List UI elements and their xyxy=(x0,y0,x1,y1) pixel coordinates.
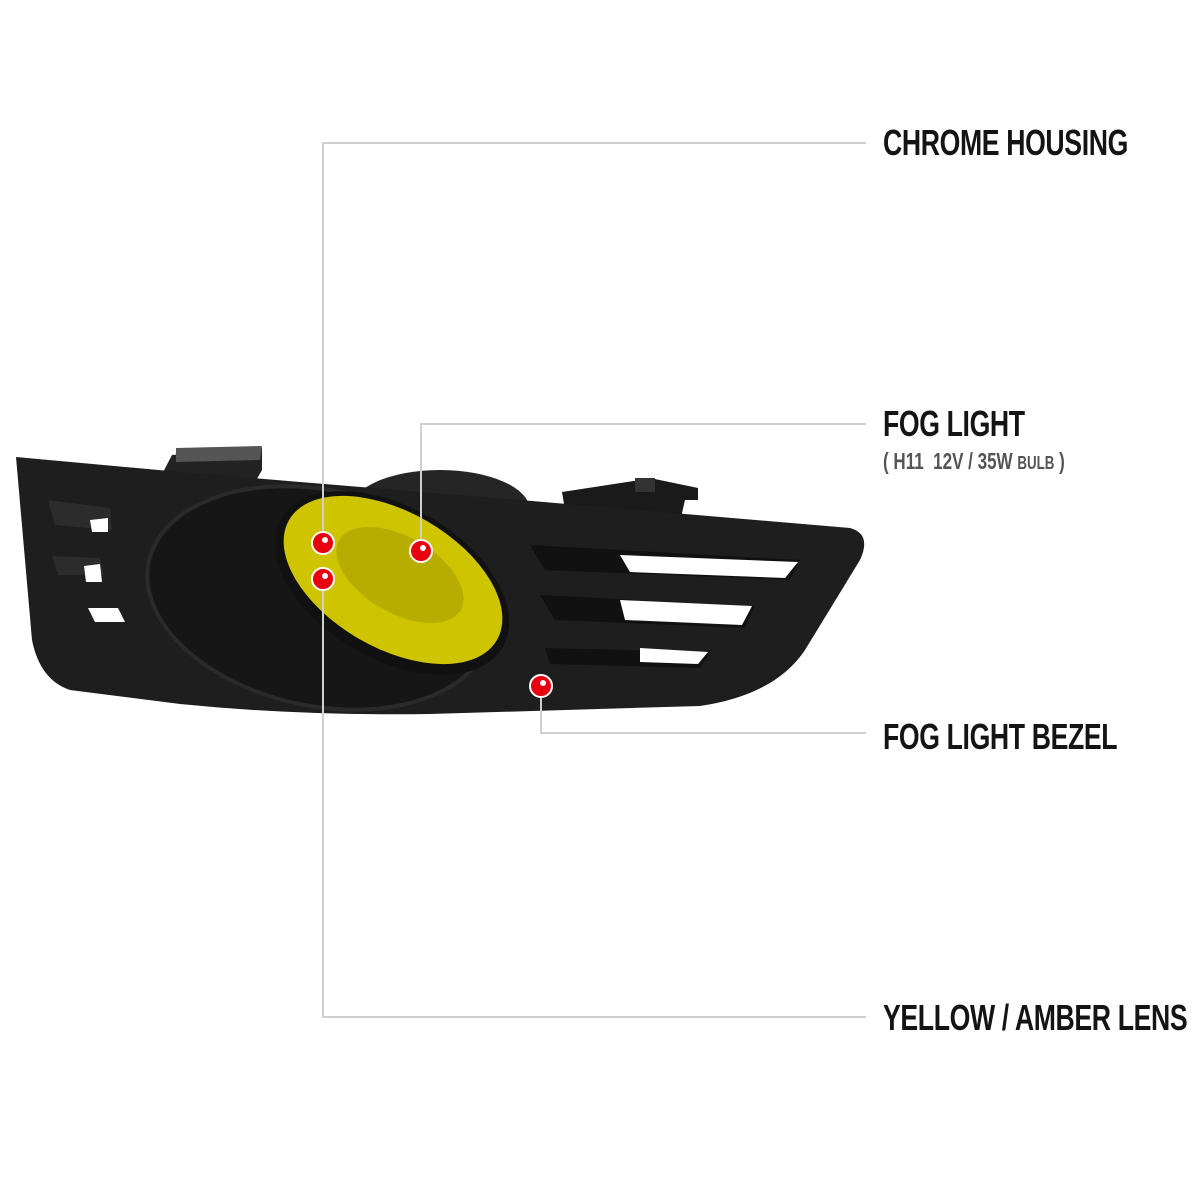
leader-lens xyxy=(322,579,866,1018)
leader-fog-light xyxy=(420,423,866,551)
bezel-vents-left xyxy=(48,500,125,622)
leader-chrome-housing xyxy=(322,142,866,543)
leader-bezel xyxy=(540,686,866,734)
label-fog-light-bezel: FOG LIGHT BEZEL xyxy=(883,716,1118,757)
label-lens: YELLOW / AMBER LENS xyxy=(883,997,1188,1038)
marker-lens xyxy=(311,567,335,591)
markers xyxy=(311,531,553,698)
spec-rating: 12V / 35W xyxy=(933,448,1013,474)
bezel-vents-right xyxy=(530,545,800,668)
spec-suffix: BULB xyxy=(1017,453,1055,473)
spec-close-paren: ) xyxy=(1059,448,1065,474)
spec-open-paren: ( xyxy=(883,448,889,474)
marker-bezel xyxy=(529,674,553,698)
label-chrome-housing: CHROME HOUSING xyxy=(883,122,1128,163)
marker-fog-light xyxy=(409,539,433,563)
leader-lines xyxy=(322,142,866,1018)
label-fog-light: FOG LIGHT xyxy=(883,403,1025,444)
label-fog-light-spec: ( H11 12V / 35W BULB ) xyxy=(883,448,1065,475)
marker-chrome-housing xyxy=(311,531,335,555)
spec-bulb-type: H11 xyxy=(893,448,924,474)
